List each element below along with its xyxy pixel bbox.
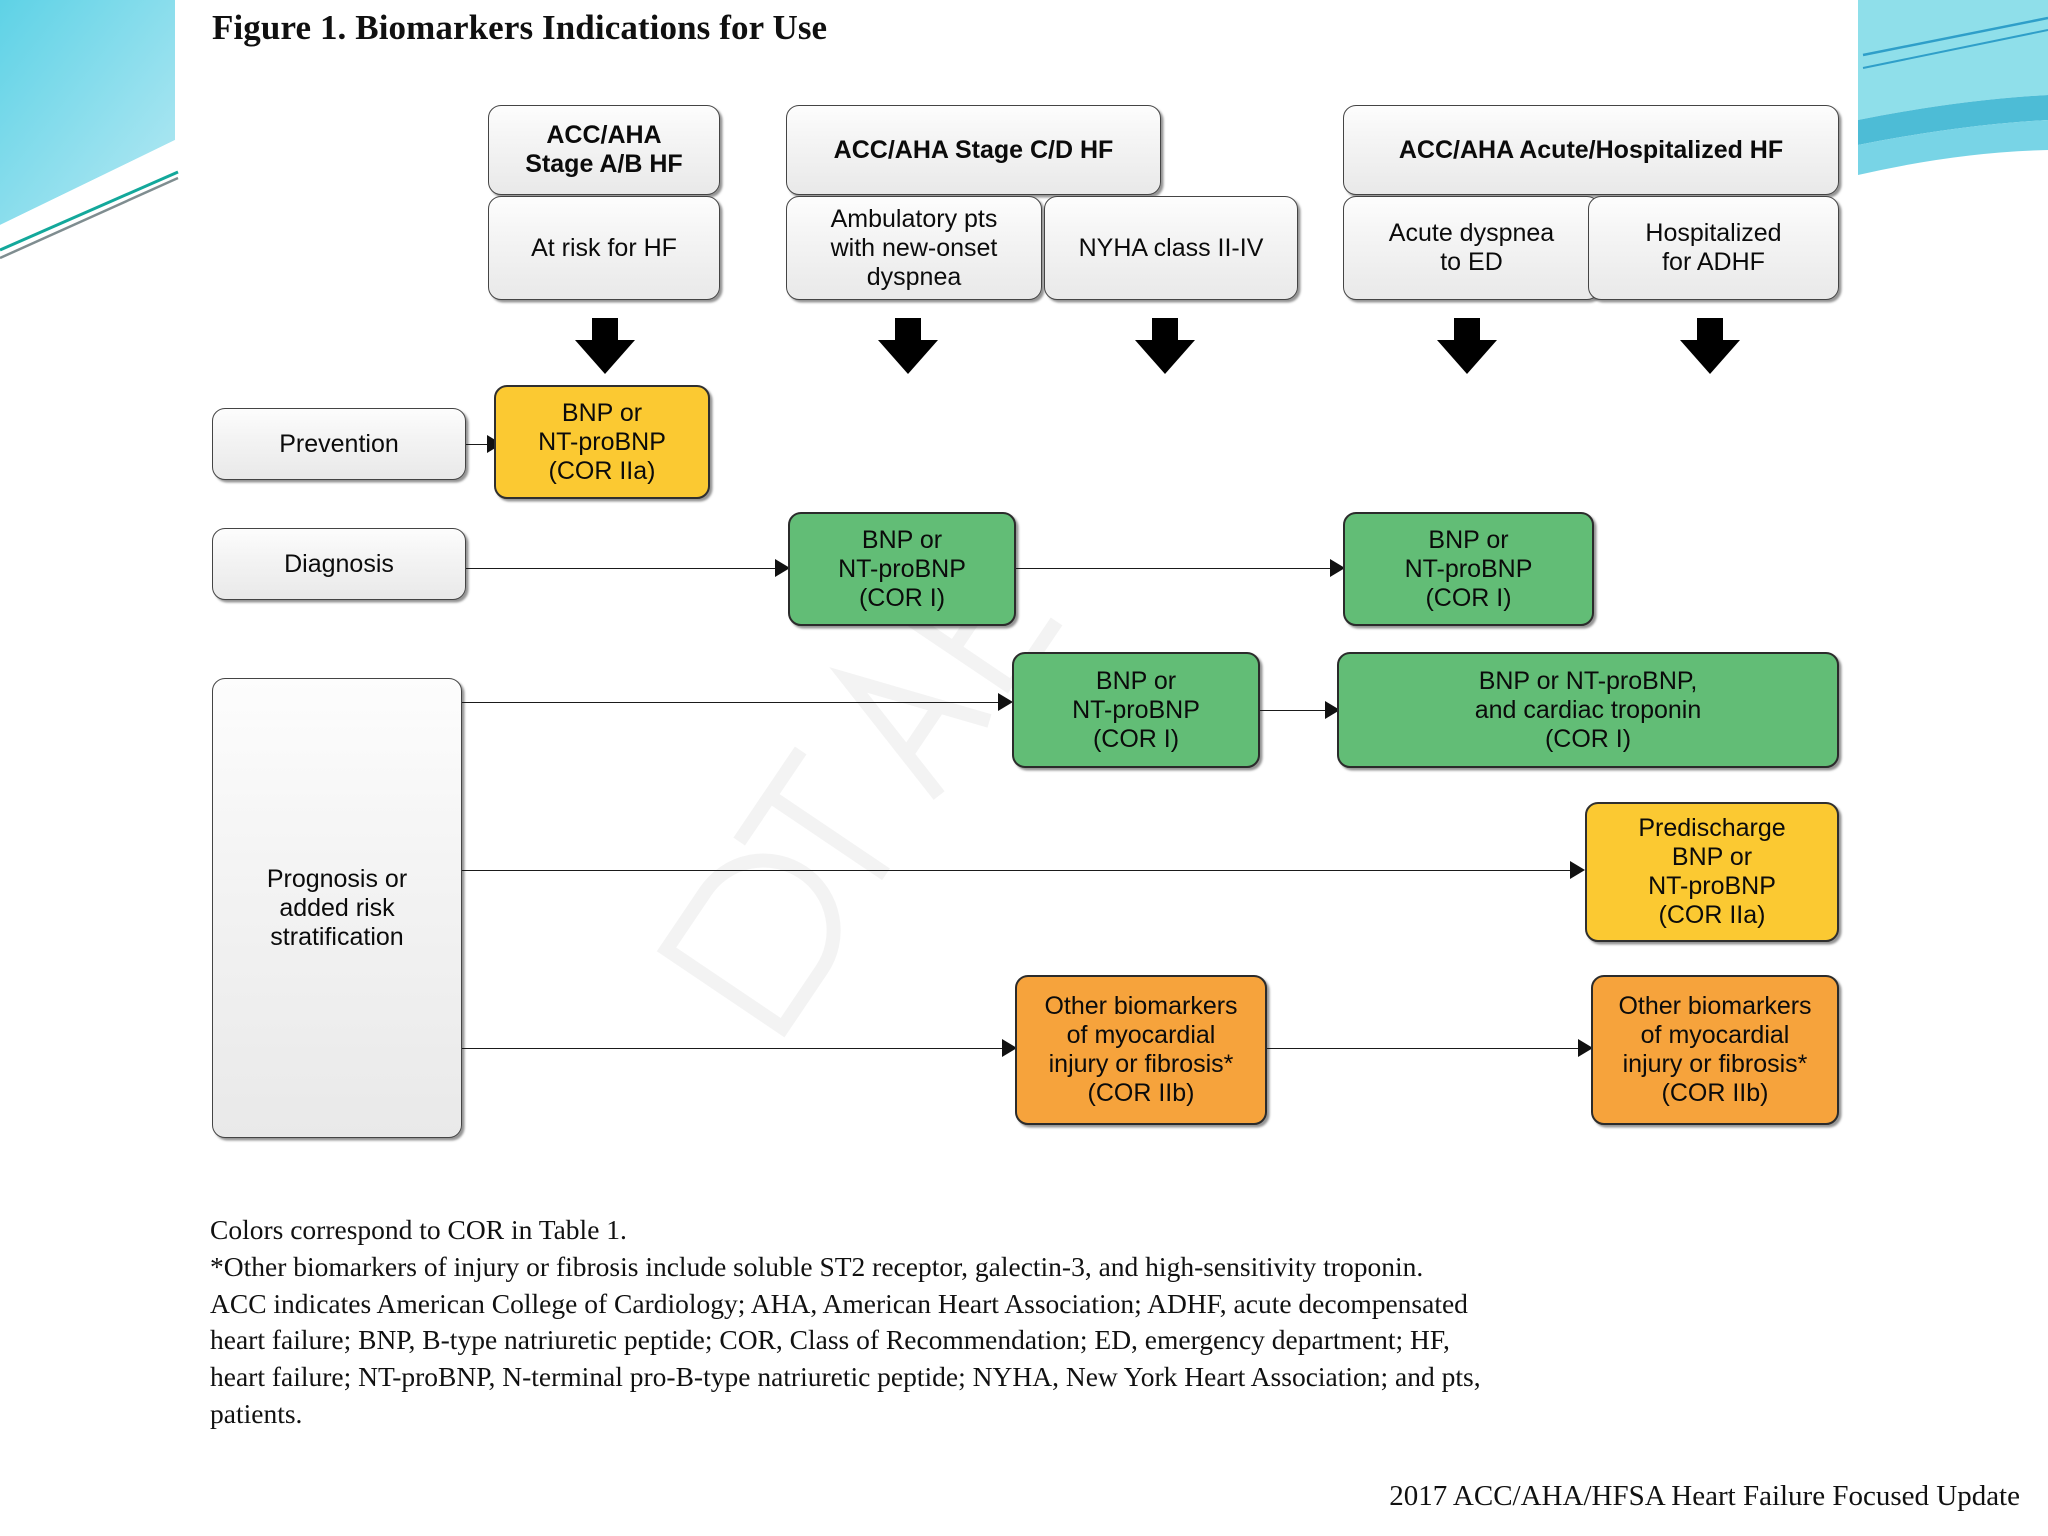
rec-prognosis-cd-bnp: BNP or NT-proBNP (COR I) <box>1012 652 1260 768</box>
draft-watermark <box>656 539 1063 1038</box>
column-header-acute-hosp: ACC/AHA Acute/Hospitalized HF <box>1343 105 1839 195</box>
connector-prognosis-branch3 <box>462 1048 1007 1049</box>
down-arrow-acute-dyspnea <box>1437 318 1497 374</box>
arrowhead-prognosis-acute-other <box>1578 1039 1593 1057</box>
connector-prevention <box>466 444 492 445</box>
arrowhead-diagnosis-acute <box>1330 559 1345 577</box>
source-footer: 2017 ACC/AHA/HFSA Heart Failure Focused … <box>1389 1480 2020 1512</box>
connector-diagnosis-cd-to-acute <box>1016 568 1336 569</box>
population-at-risk-for-hf: At risk for HF <box>488 196 720 300</box>
row-label-prevention: Prevention <box>212 408 466 480</box>
arrowhead-prognosis-cd-bnp <box>998 693 1013 711</box>
rec-prognosis-predischarge: Predischarge BNP or NT-proBNP (COR IIa) <box>1585 802 1839 942</box>
connector-diagnosis-to-cd <box>466 568 780 569</box>
arrowhead-prognosis-cd-other <box>1002 1039 1017 1057</box>
down-arrow-hospitalized <box>1680 318 1740 374</box>
rec-prognosis-acute-troponin: BNP or NT-proBNP, and cardiac troponin (… <box>1337 652 1839 768</box>
population-ambulatory-new-onset-dyspnea: Ambulatory pts with new-onset dyspnea <box>786 196 1042 300</box>
rec-prognosis-acute-other: Other biomarkers of myocardial injury or… <box>1591 975 1839 1125</box>
note-line-4: heart failure; BNP, B-type natriuretic p… <box>210 1324 1450 1356</box>
note-line-1: Colors correspond to COR in Table 1. <box>210 1214 627 1245</box>
rec-diagnosis-cd: BNP or NT-proBNP (COR I) <box>788 512 1016 626</box>
down-arrow-ambulatory <box>878 318 938 374</box>
row-label-diagnosis: Diagnosis <box>212 528 466 600</box>
arrowhead-diagnosis-cd <box>775 559 790 577</box>
note-line-3: ACC indicates American College of Cardio… <box>210 1287 1468 1319</box>
rec-diagnosis-acute: BNP or NT-proBNP (COR I) <box>1343 512 1594 626</box>
note-line-2: *Other biomarkers of injury or fibrosis … <box>210 1250 1424 1282</box>
arrowhead-prognosis-predischarge <box>1570 861 1585 879</box>
note-line-6: patients. <box>210 1397 303 1429</box>
arrowhead-prognosis-acute-troponin <box>1325 701 1340 719</box>
connector-prognosis-branch2 <box>462 870 1575 871</box>
down-arrow-stage-ab <box>575 318 635 374</box>
column-header-stage-cd: ACC/AHA Stage C/D HF <box>786 105 1161 195</box>
figure-notes: Colors correspond to COR in Table 1. *Ot… <box>210 1212 1910 1433</box>
row-label-prognosis: Prognosis or added risk stratification <box>212 678 462 1138</box>
rec-prognosis-cd-other: Other biomarkers of myocardial injury or… <box>1015 975 1267 1125</box>
connector-cd-other-to-acute <box>1267 1048 1583 1049</box>
rec-prevention-ab: BNP or NT-proBNP (COR IIa) <box>494 385 710 499</box>
page-title: Figure 1. Biomarkers Indications for Use <box>212 8 828 47</box>
note-line-5: heart failure; NT-proBNP, N-terminal pro… <box>210 1361 1481 1392</box>
population-hospitalized-for-adhf: Hospitalized for ADHF <box>1588 196 1839 300</box>
connector-prognosis-branch1 <box>462 702 1002 703</box>
connector-cd-bnp-to-acute <box>1260 710 1328 711</box>
down-arrow-nyha <box>1135 318 1195 374</box>
decorative-ribbon-top-right <box>1858 0 2048 175</box>
column-header-stage-ab: ACC/AHA Stage A/B HF <box>488 105 720 195</box>
population-acute-dyspnea-to-ed: Acute dyspnea to ED <box>1343 196 1600 300</box>
population-nyha-class-ii-iv: NYHA class II-IV <box>1044 196 1298 300</box>
